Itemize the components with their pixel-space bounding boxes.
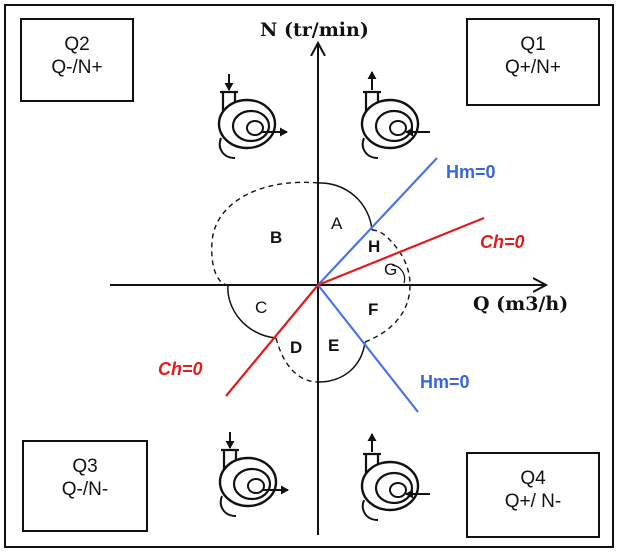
- region-label-e: E: [328, 336, 339, 355]
- diagram-frame: [4, 4, 614, 548]
- quadrant-sign: Q+/N+: [505, 57, 561, 78]
- quadrant-box-q4: Q4 Q+/ N-: [466, 452, 600, 538]
- quadrant-id: Q3: [72, 456, 98, 477]
- boundary-arc-c: [227, 284, 277, 339]
- boundary-arc-e: [317, 341, 366, 383]
- pump-icon: [360, 71, 430, 160]
- quadrant-box-q3: Q3 Q-/N-: [22, 440, 148, 532]
- pump-icon: [218, 432, 289, 518]
- hm-zero-line-upper: [317, 157, 438, 286]
- boundary-arc-d: [275, 337, 319, 383]
- region-label-g: G: [384, 260, 397, 279]
- hm-zero-label-upper: Hm=0: [446, 162, 496, 182]
- ch-zero-label-upper: Ch=0: [480, 232, 525, 252]
- ch-zero-line-upper: [317, 216, 485, 287]
- n-axis-label: N (tr/min): [260, 19, 369, 41]
- hm-zero-line-lower: [317, 284, 419, 413]
- quadrant-id: Q1: [520, 34, 546, 55]
- hm-zero-label-lower: Hm=0: [420, 372, 470, 392]
- region-label-c: C: [255, 298, 267, 317]
- quadrant-id: Q4: [520, 468, 546, 489]
- region-label-f: F: [368, 300, 378, 319]
- boundary-arc-fgh: [364, 229, 411, 343]
- quadrant-sign: Q+/ N-: [504, 491, 562, 512]
- quadrant-box-q1: Q1 Q+/N+: [466, 18, 600, 106]
- boundary-arc-g: [391, 264, 406, 284]
- boundary-arc-a: [317, 182, 373, 231]
- region-label-a: A: [331, 214, 343, 233]
- region-label-h: H: [368, 237, 380, 256]
- pump-icon: [360, 433, 430, 522]
- quadrant-sign: Q-/N+: [51, 57, 103, 78]
- pump-icon: [217, 74, 288, 160]
- region-label-d: D: [290, 338, 302, 357]
- quadrant-id: Q2: [64, 34, 90, 55]
- region-label-b: B: [270, 228, 282, 247]
- quadrant-sign: Q-/N-: [61, 479, 109, 500]
- boundary-arc-b: [211, 181, 319, 286]
- q-axis-label: Q (m3/h): [473, 293, 568, 315]
- ch-zero-line-lower: [225, 284, 319, 397]
- quadrant-box-q2: Q2 Q-/N+: [20, 18, 134, 102]
- ch-zero-label-lower: Ch=0: [158, 359, 203, 379]
